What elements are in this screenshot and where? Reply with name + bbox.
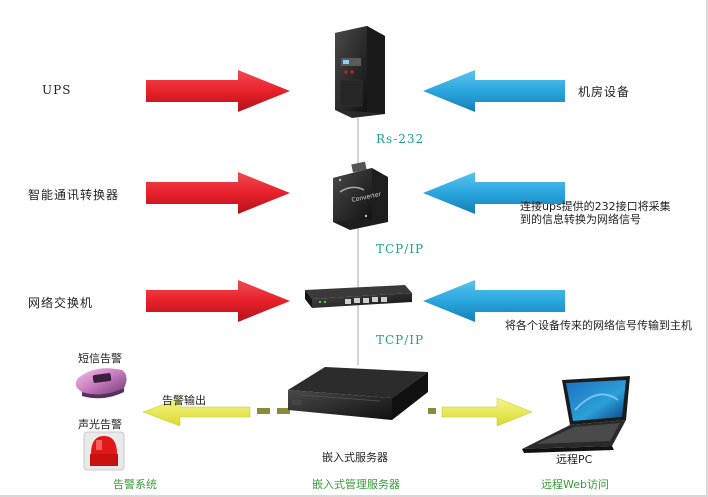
switch-label: 网络交换机 [28, 296, 94, 310]
server-label: 嵌入式服务器 [322, 451, 388, 464]
blue-arrow-room-equipment [423, 70, 565, 112]
laptop-icon [522, 376, 630, 453]
red-arrow-ups [146, 70, 290, 112]
sms-alarm-icon [75, 368, 127, 399]
management-server-caption: 嵌入式管理服务器 [312, 478, 400, 491]
red-arrow-converter [146, 172, 290, 214]
blue-arrow-switch [423, 280, 565, 322]
sms-alarm-label: 短信告警 [78, 352, 122, 365]
ups-label: UPS [42, 83, 72, 97]
dash-segment [277, 408, 290, 414]
alarm-system-caption: 告警系统 [113, 478, 157, 491]
yellow-arrow-web-access [441, 397, 533, 427]
switch-note: 将各个设备传来的网络信号传输到主机 [505, 319, 692, 332]
tcpip-protocol-label-upper: TCP/IP [376, 242, 425, 256]
remote-pc-label: 远程PC [556, 453, 593, 466]
dash-segment [257, 408, 270, 414]
ups-tower-icon [335, 26, 385, 118]
yellow-arrow-alarm-output [142, 397, 251, 427]
converter-label: 智能通讯转换器 [28, 188, 120, 202]
rack-server-icon [288, 367, 428, 420]
room-equipment-label: 机房设备 [578, 85, 631, 99]
tcpip-protocol-label-lower: TCP/IP [376, 333, 425, 347]
serial-converter-icon: Converter [333, 161, 388, 230]
alarm-output-label: 告警输出 [162, 394, 206, 407]
sound-light-alarm-label: 声光告警 [78, 418, 122, 431]
rs232-protocol-label: Rs-232 [376, 132, 425, 146]
red-arrow-switch [146, 280, 290, 322]
network-switch-icon [305, 285, 412, 308]
dash-segment [428, 408, 436, 414]
web-access-caption: 远程Web访问 [541, 478, 609, 491]
blue-arrow-converter [423, 172, 565, 214]
siren-icon [83, 431, 125, 471]
converter-note: 连接ups提供的232接口将采集到的信息转换为网络信号 [520, 200, 671, 226]
